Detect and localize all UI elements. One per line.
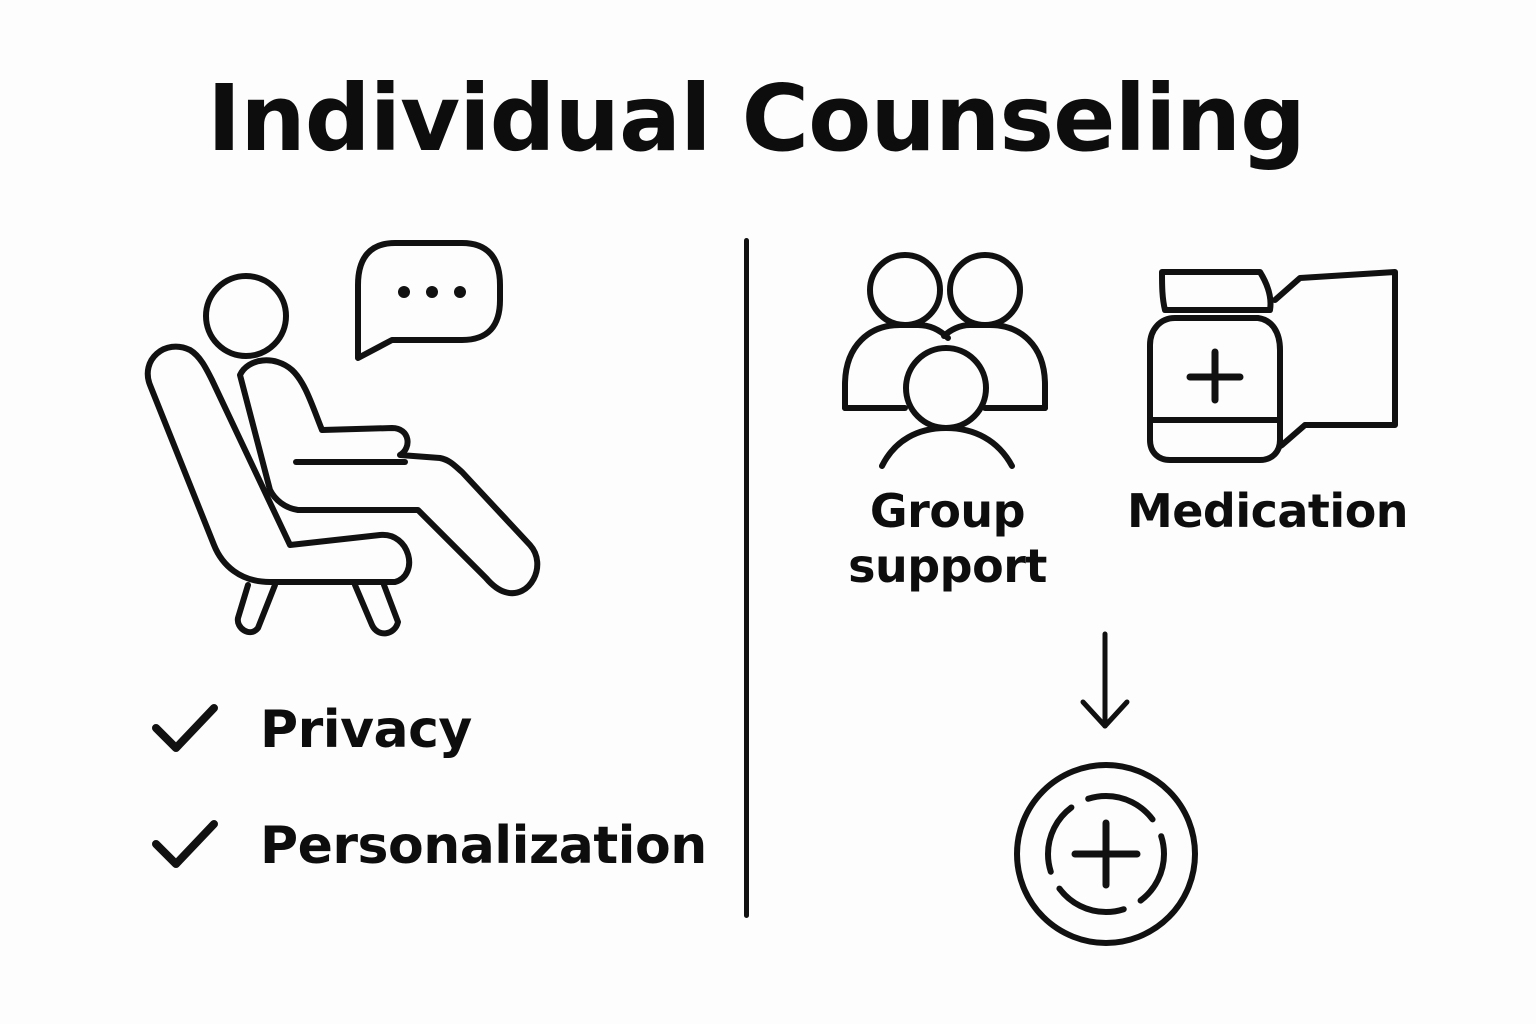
arrow-down-icon [1080,631,1130,729]
checkmark-icon [152,820,218,868]
section-divider [744,238,749,918]
checkmark-icon [152,704,218,752]
checklist-label: Personalization [260,816,707,876]
medication-label: Medication [1126,484,1409,538]
speech-bubble-icon [355,240,503,361]
group-support-label: Group support [845,484,1050,594]
group-people-icon [842,252,1048,469]
page-title: Individual Counseling [207,65,1306,172]
group-support-line1: Group [869,484,1026,538]
medication-bottle-icon [1147,269,1398,463]
plus-target-icon [1014,762,1198,946]
checklist-label: Privacy [260,700,472,760]
group-support-line2: support [848,539,1047,594]
checklist-item-personalization: Personalization [150,806,707,886]
checklist-item-privacy: Privacy [150,690,472,770]
person-in-chair-icon [144,273,541,637]
